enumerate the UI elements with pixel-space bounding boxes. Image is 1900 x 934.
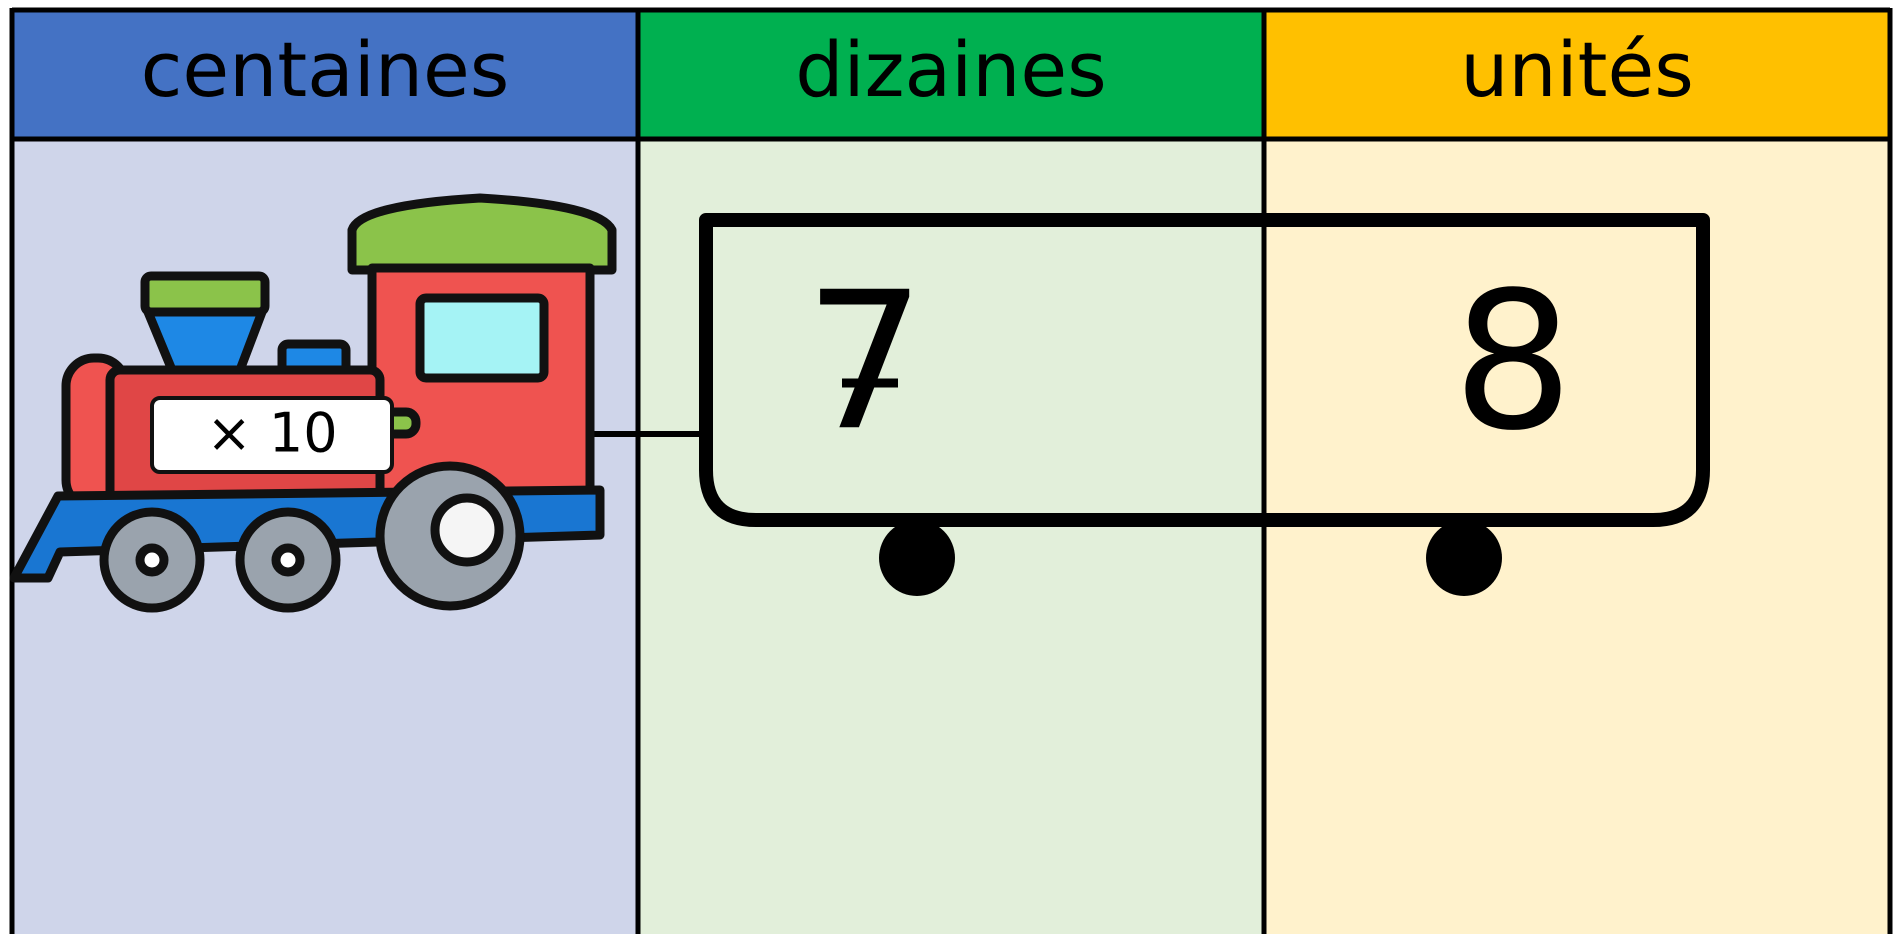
multiplier-label: × 10	[206, 402, 337, 465]
column-label-tens: dizaines	[795, 25, 1106, 114]
tens-column-body	[638, 139, 1264, 934]
tens-digit: 7	[805, 251, 926, 472]
units-digit: 8	[1453, 251, 1574, 472]
units-column-body	[1264, 139, 1890, 934]
column-label-hundreds: centaines	[141, 25, 510, 114]
column-label-units: unités	[1460, 25, 1694, 114]
